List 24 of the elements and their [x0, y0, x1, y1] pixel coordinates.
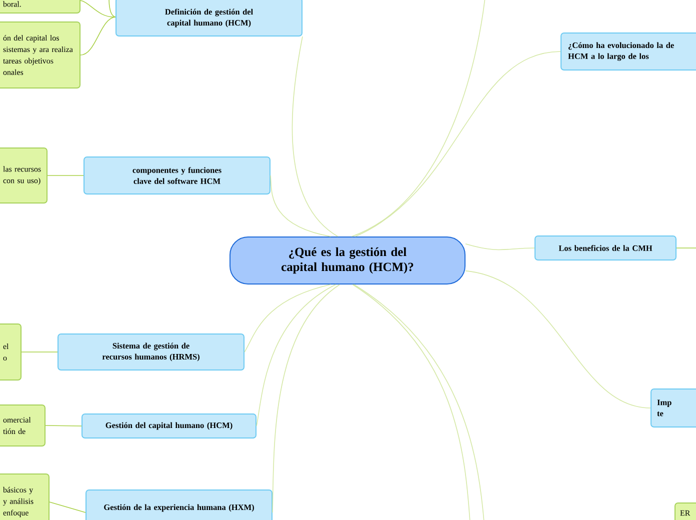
- connector-line: [272, 284, 340, 513]
- topic-box: componentes y funciones clave del software HCM: [84, 156, 270, 194]
- connector-line: [244, 284, 332, 352]
- topic-box: Sistema de gestión de recursos humanos (HRMS): [58, 334, 244, 370]
- connector-line: [354, 51, 561, 237]
- connector-line: [292, 36, 338, 237]
- topic-box: ¿Cómo ha evolucionado la de HCM a lo largo de los: [560, 32, 696, 70]
- connector-line: [465, 244, 535, 250]
- connector-line: [80, 0, 116, 18]
- topic-box: Los beneficios de la CMH: [534, 236, 676, 260]
- connector-line: [45, 425, 82, 426]
- topic-box: Gestión de la experiencia humana (HXM): [86, 490, 272, 520]
- connector-line: [80, 16, 116, 56]
- topic-box: Definición de gestión del capital humano (HCM): [116, 0, 302, 36]
- topic-box: Gestión del capital humano (HCM): [82, 414, 256, 438]
- topic-box: Imp te: [650, 388, 696, 428]
- connector-line: [108, 0, 116, 18]
- connector-line: [47, 175, 84, 176]
- connector-line: [270, 175, 332, 237]
- connector-line: [49, 502, 86, 513]
- connector-line: [256, 284, 336, 426]
- connector-line: [465, 270, 651, 408]
- central-topic-box: ¿Qué es la gestión del capital humano (HCM)?: [230, 236, 466, 284]
- connector-line: [351, 0, 486, 237]
